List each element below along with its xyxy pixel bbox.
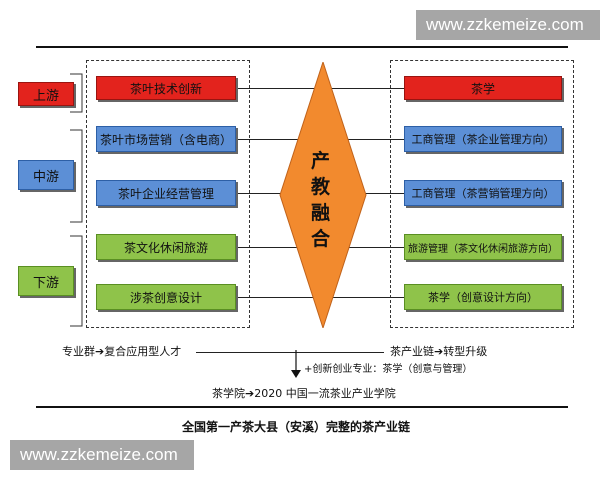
top-rule — [36, 46, 568, 48]
right-box: 茶学 — [404, 76, 562, 100]
center-char: 融 — [311, 202, 331, 224]
left-box: 茶叶企业经营管理 — [96, 180, 236, 206]
left-box: 涉茶创意设计 — [96, 284, 236, 310]
integration-diamond — [279, 62, 367, 328]
result-note: 茶学院➔2020 中国一流茶业产业学院 — [212, 387, 396, 400]
stage-midstream: 中游 — [18, 160, 74, 190]
right-note: 茶产业链➔转型升级 — [390, 345, 488, 358]
stage-upstream: 上游 — [18, 82, 74, 106]
left-box: 茶叶市场营销（含电商） — [96, 126, 236, 152]
bottom-bar-line — [196, 352, 384, 353]
right-box: 工商管理（茶企业管理方向） — [404, 126, 562, 152]
left-box: 茶文化休闲旅游 — [96, 234, 236, 260]
stage-downstream: 下游 — [18, 266, 74, 296]
caption: 全国第一产茶大县（安溪）完整的茶产业链 — [182, 420, 411, 434]
right-box: 工商管理（茶营销管理方向） — [404, 180, 562, 206]
down-arrow-icon — [291, 350, 301, 378]
bottom-rule — [36, 406, 568, 408]
center-char: 教 — [311, 176, 331, 198]
left-group-border — [86, 60, 250, 328]
watermark-bottom: www.zzkemeize.com — [10, 440, 194, 470]
center-char: 产 — [311, 150, 331, 172]
left-note: 专业群➔复合应用型人才 — [62, 345, 182, 358]
sub-note: +创新创业专业：茶学（创意与管理） — [304, 364, 473, 375]
center-char: 合 — [311, 228, 331, 250]
right-group-border — [390, 60, 574, 328]
right-box: 旅游管理（茶文化休闲旅游方向） — [404, 234, 562, 260]
watermark-top: www.zzkemeize.com — [416, 10, 600, 40]
left-box: 茶叶技术创新 — [96, 76, 236, 100]
right-box: 茶学（创意设计方向） — [404, 284, 562, 310]
